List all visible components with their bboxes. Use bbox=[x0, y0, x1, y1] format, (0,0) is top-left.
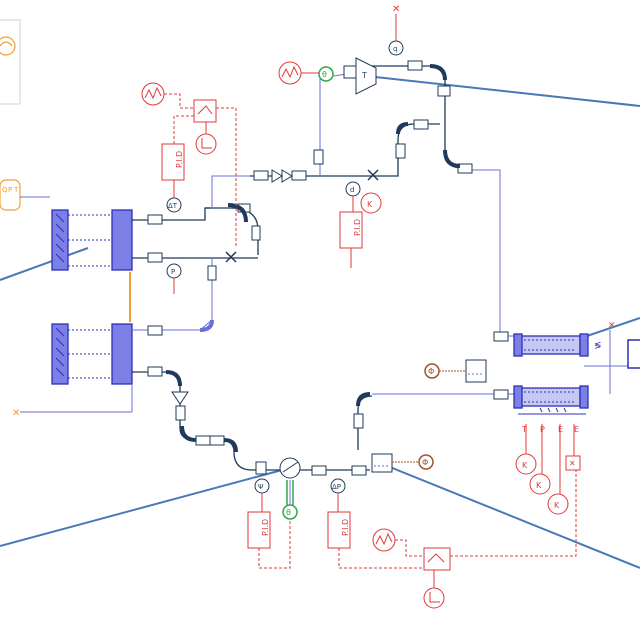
svg-text:E: E bbox=[558, 425, 563, 434]
stack-lower[interactable] bbox=[51, 323, 133, 385]
check-valve-icon bbox=[271, 169, 293, 183]
phi-device-2[interactable]: Φ bbox=[392, 454, 434, 470]
right-edge-box[interactable] bbox=[627, 339, 640, 369]
stack-plate-left bbox=[51, 323, 69, 385]
svg-text:Φ: Φ bbox=[422, 458, 428, 467]
step-block-2[interactable] bbox=[423, 587, 445, 609]
stack-hatch-icon bbox=[55, 213, 65, 263]
svg-text:ΔT: ΔT bbox=[168, 202, 178, 210]
pid-controller-4[interactable]: P.I.D bbox=[327, 511, 351, 549]
gain-label: K bbox=[522, 461, 528, 470]
pid-label: P.I.D bbox=[261, 519, 270, 536]
signal-generator-2[interactable] bbox=[278, 61, 302, 85]
delta-p-sensor: ΔP bbox=[330, 478, 346, 494]
svg-text:ΔP: ΔP bbox=[332, 483, 341, 491]
gain-label: K bbox=[554, 501, 560, 510]
sensor-box-frame bbox=[0, 179, 21, 211]
stack-plate-left bbox=[51, 209, 69, 271]
sensors[interactable]: ΔT P d q Ψ ΔP bbox=[166, 40, 404, 494]
hx-sensor-ports: T P E E bbox=[521, 425, 579, 434]
diagonal-line bbox=[365, 75, 640, 107]
gain-k-4[interactable]: K bbox=[547, 493, 569, 515]
diagonal-line bbox=[0, 247, 89, 281]
valve-cross-icon: ✕ bbox=[12, 408, 20, 419]
gauge-needle-icon bbox=[0, 41, 13, 47]
green-device-label: θ bbox=[286, 508, 291, 517]
gain-box[interactable]: ✕ bbox=[565, 455, 581, 471]
compressor[interactable]: T bbox=[343, 57, 377, 95]
signal-generator-3[interactable] bbox=[372, 528, 396, 552]
stack-hatch-icon bbox=[55, 327, 65, 377]
stack-plate-right bbox=[111, 323, 133, 385]
sensor-label-t: T bbox=[13, 186, 19, 194]
pid-controller-1[interactable]: P.I.D bbox=[161, 143, 185, 181]
pipe-network bbox=[132, 65, 515, 510]
switch-block-1[interactable] bbox=[193, 99, 217, 123]
hx-upper[interactable]: ≶ bbox=[513, 333, 602, 357]
svg-text:P: P bbox=[171, 268, 175, 276]
svg-text:≶: ≶ bbox=[594, 341, 602, 351]
diagonal-line bbox=[379, 462, 640, 569]
hx-lower[interactable] bbox=[513, 385, 589, 415]
signal-generator-1[interactable] bbox=[141, 82, 165, 106]
pressure-sensor-left: P bbox=[166, 263, 182, 279]
d-sensor: d bbox=[345, 181, 361, 197]
qpt-sensor-box[interactable]: Q P T bbox=[0, 179, 50, 211]
pipe-fittings bbox=[147, 60, 509, 476]
valve-cross-icon: ✕ bbox=[608, 321, 616, 331]
elbows bbox=[165, 64, 461, 453]
valve-icon bbox=[225, 251, 237, 263]
stack-upper[interactable] bbox=[51, 209, 133, 271]
stack-plate-right bbox=[111, 209, 133, 271]
gain-k-1[interactable]: K bbox=[360, 192, 382, 214]
svg-text:Φ: Φ bbox=[428, 367, 434, 376]
pid-controller-3[interactable]: P.I.D bbox=[247, 511, 271, 549]
green-device-label: θ bbox=[322, 70, 327, 79]
top-left-panel[interactable] bbox=[0, 19, 21, 105]
switch-block-2[interactable] bbox=[423, 547, 451, 571]
svg-text:q: q bbox=[393, 45, 397, 53]
svg-text:Ψ: Ψ bbox=[258, 483, 264, 491]
pid-label: P.I.D bbox=[353, 219, 362, 236]
sensor-label-q: Q bbox=[2, 186, 8, 194]
valve-cross-icon: ✕ bbox=[392, 4, 400, 15]
panel-frame bbox=[0, 19, 21, 105]
compressor-icon bbox=[355, 57, 377, 95]
gain-label: K bbox=[536, 481, 542, 490]
pid-controller-2[interactable]: P.I.D bbox=[339, 211, 363, 249]
pump-icon bbox=[279, 457, 301, 479]
gain-label: K bbox=[367, 200, 373, 209]
funnel-valve-icon bbox=[171, 391, 189, 405]
green-device-top[interactable]: θ bbox=[318, 66, 334, 82]
valves[interactable] bbox=[171, 169, 379, 405]
tank-upper[interactable] bbox=[465, 359, 487, 383]
psi-sensor: Ψ bbox=[254, 478, 270, 494]
pid-label: P.I.D bbox=[341, 519, 350, 536]
green-device-bottom[interactable]: θ bbox=[282, 480, 298, 520]
gain-k-3[interactable]: K bbox=[529, 473, 551, 495]
diagonal-line bbox=[0, 469, 283, 547]
phi-device-1[interactable]: Φ bbox=[424, 363, 466, 379]
pump[interactable] bbox=[255, 457, 301, 479]
svg-text:E: E bbox=[574, 425, 579, 434]
svg-text:T: T bbox=[521, 425, 527, 434]
svg-text:T: T bbox=[361, 71, 367, 80]
svg-text:✕: ✕ bbox=[569, 459, 576, 468]
gain-k-2[interactable]: K bbox=[515, 453, 537, 475]
sensor-label-p: P bbox=[8, 186, 12, 194]
q-sensor: q bbox=[388, 40, 404, 56]
tank-lower[interactable] bbox=[371, 453, 393, 473]
delta-t-sensor: ΔT bbox=[166, 197, 182, 213]
step-block-1[interactable] bbox=[195, 133, 217, 155]
svg-text:d: d bbox=[350, 186, 354, 194]
valve-icon bbox=[367, 169, 379, 181]
pid-label: P.I.D bbox=[175, 151, 184, 168]
signal-wiring bbox=[164, 14, 577, 588]
